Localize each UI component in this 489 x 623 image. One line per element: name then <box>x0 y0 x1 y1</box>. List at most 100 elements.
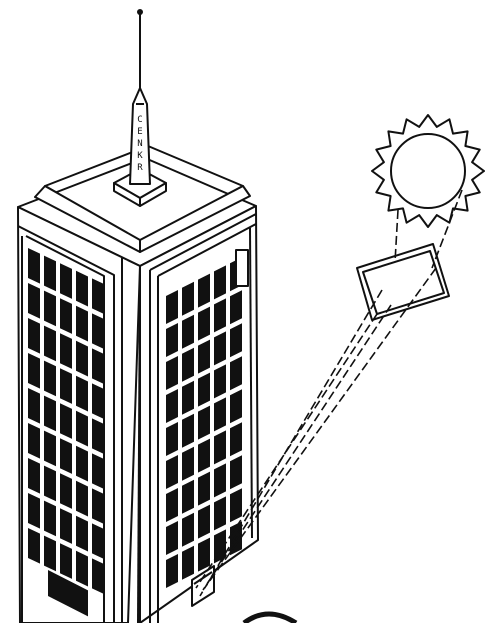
sun-disc <box>390 133 466 209</box>
window-pane <box>60 333 72 369</box>
window-pane <box>230 323 242 358</box>
window-pane <box>76 270 88 307</box>
window-pane <box>230 455 242 490</box>
reflected-light-beam <box>195 189 463 597</box>
window-pane <box>214 298 226 333</box>
window-pane <box>28 423 40 459</box>
window-pane <box>28 318 40 354</box>
window-pane <box>230 356 242 391</box>
window-pane <box>166 521 178 555</box>
window-pane <box>28 388 40 424</box>
window-pane <box>214 397 226 432</box>
window-pane <box>166 290 178 324</box>
window-pane <box>60 403 72 439</box>
window-pane <box>92 383 104 420</box>
window-pane <box>76 375 88 412</box>
window-pane <box>76 550 88 587</box>
window-pane <box>214 364 226 399</box>
window-pane <box>166 422 178 456</box>
window-pane <box>182 545 194 580</box>
window-pane <box>44 290 56 327</box>
window-pane <box>230 290 242 325</box>
window-pane <box>76 445 88 482</box>
window-pane <box>76 410 88 447</box>
window-pane <box>198 537 210 572</box>
window-pane <box>44 465 56 502</box>
window-pane <box>92 558 104 595</box>
window-pane <box>60 473 72 509</box>
window-pane <box>92 453 104 490</box>
window-pane <box>92 313 104 350</box>
window-pane <box>76 340 88 377</box>
window-pane <box>214 463 226 498</box>
window-pane <box>182 512 194 547</box>
window-pane <box>28 248 40 284</box>
entrance-left <box>48 570 88 617</box>
antenna-tower <box>129 87 151 185</box>
window-pane <box>198 339 210 374</box>
window-pane <box>166 389 178 423</box>
antenna-tip <box>137 9 143 15</box>
window-pane <box>214 331 226 366</box>
window-pane <box>44 500 56 537</box>
building <box>17 145 259 623</box>
window-pane <box>28 493 40 529</box>
window-pane <box>198 306 210 341</box>
svg-text:K: K <box>137 151 143 161</box>
window-pane <box>28 458 40 494</box>
window-pane <box>60 543 72 579</box>
window-pane <box>182 413 194 448</box>
partial-circle-bottom <box>242 611 298 623</box>
window-pane <box>60 438 72 474</box>
entrance-right <box>191 565 215 607</box>
window-grid-right <box>166 257 242 588</box>
window-pane <box>60 263 72 299</box>
window-pane <box>92 348 104 385</box>
window-pane <box>198 405 210 440</box>
window-pane <box>166 455 178 489</box>
window-pane <box>166 488 178 522</box>
antenna-lettering: C E N K R <box>137 115 143 173</box>
window-pane <box>92 418 104 455</box>
window-pane <box>230 422 242 457</box>
window-pane <box>214 430 226 465</box>
window-pane <box>76 515 88 552</box>
window-grid-left <box>28 248 104 595</box>
window-pane <box>166 356 178 390</box>
window-pane <box>44 360 56 397</box>
window-pane <box>44 395 56 432</box>
window-pane <box>44 325 56 362</box>
side-window <box>235 249 249 287</box>
window-pane <box>28 528 40 564</box>
window-pane <box>230 389 242 424</box>
window-pane <box>198 273 210 308</box>
svg-text:E: E <box>137 127 142 137</box>
window-pane <box>182 446 194 481</box>
window-pane <box>230 488 242 523</box>
window-pane <box>44 535 56 572</box>
svg-text:R: R <box>137 163 143 173</box>
window-pane <box>198 372 210 407</box>
window-pane <box>198 471 210 506</box>
window-pane <box>60 508 72 544</box>
window-pane <box>214 265 226 300</box>
window-pane <box>60 298 72 334</box>
window-pane <box>182 281 194 316</box>
window-pane <box>92 523 104 560</box>
sun <box>371 114 485 228</box>
window-pane <box>182 347 194 382</box>
window-pane <box>60 368 72 404</box>
window-pane <box>44 430 56 467</box>
window-pane <box>166 554 178 588</box>
window-pane <box>214 496 226 531</box>
roof-inner-edge-right <box>139 185 251 253</box>
window-pane <box>92 488 104 525</box>
window-pane <box>76 305 88 342</box>
window-pane <box>166 323 178 357</box>
antenna: C E N K R <box>113 9 167 207</box>
svg-text:N: N <box>137 139 142 149</box>
svg-text:C: C <box>137 115 142 125</box>
window-pane <box>28 353 40 389</box>
window-pane <box>92 278 104 315</box>
